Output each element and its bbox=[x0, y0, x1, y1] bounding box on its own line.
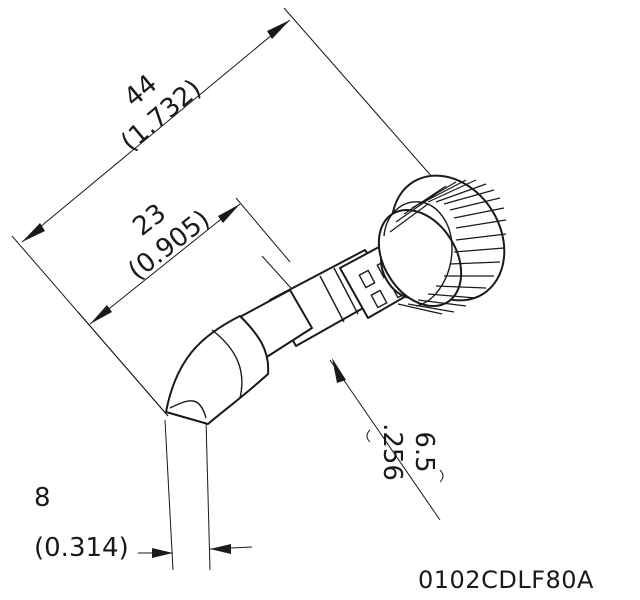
shaft-groove-2 bbox=[333, 267, 359, 315]
knurl-ridges bbox=[389, 179, 507, 315]
tip-width-extension-right bbox=[205, 419, 211, 571]
soldering-tip-body bbox=[165, 174, 507, 425]
shaft-diameter-extension-lower bbox=[329, 359, 441, 521]
overall-length-dimension-line bbox=[21, 19, 291, 243]
tip-length-extension-left bbox=[77, 311, 169, 417]
tip-length-arrow-right bbox=[218, 204, 240, 223]
tip-width-mm: 8 bbox=[34, 483, 51, 513]
tip-width-arrow-left bbox=[152, 548, 173, 558]
knurled-nut-rim bbox=[383, 201, 453, 307]
overall-length-arrow-right bbox=[267, 20, 290, 39]
part-number: 0102CDLF80A bbox=[418, 566, 594, 594]
tip-width-extension-left bbox=[164, 419, 174, 571]
tip-length-dimension-line bbox=[89, 203, 241, 325]
shaft-diameter-bracket-top bbox=[366, 429, 371, 443]
shaft-diameter-arrow-lower bbox=[332, 358, 346, 383]
shaft-diameter-inch: .256 bbox=[377, 423, 407, 481]
shaft-groove-1 bbox=[319, 275, 345, 323]
sleeve-slot-1 bbox=[358, 269, 376, 289]
tip-width-arrow-right bbox=[210, 544, 231, 554]
tip-width-inch: (0.314) bbox=[34, 533, 129, 563]
chisel-face bbox=[165, 411, 209, 425]
shaft-diameter-bracket-bottom bbox=[439, 469, 444, 483]
chisel-tip bbox=[165, 315, 270, 425]
overall-length-arrow-left bbox=[22, 223, 45, 242]
tip-length-extension-right bbox=[235, 197, 291, 263]
overall-length-extension-right bbox=[283, 7, 441, 187]
tip-width-dimension: 8 (0.314) bbox=[34, 419, 253, 571]
tip-taper-line bbox=[211, 329, 243, 399]
tip-length-arrow-left bbox=[90, 305, 112, 324]
knurled-nut bbox=[377, 174, 507, 315]
shaft-diameter-mm: 6.5 bbox=[409, 431, 439, 472]
tip-edge-line bbox=[169, 400, 207, 419]
sleeve-slot-3 bbox=[370, 289, 388, 309]
